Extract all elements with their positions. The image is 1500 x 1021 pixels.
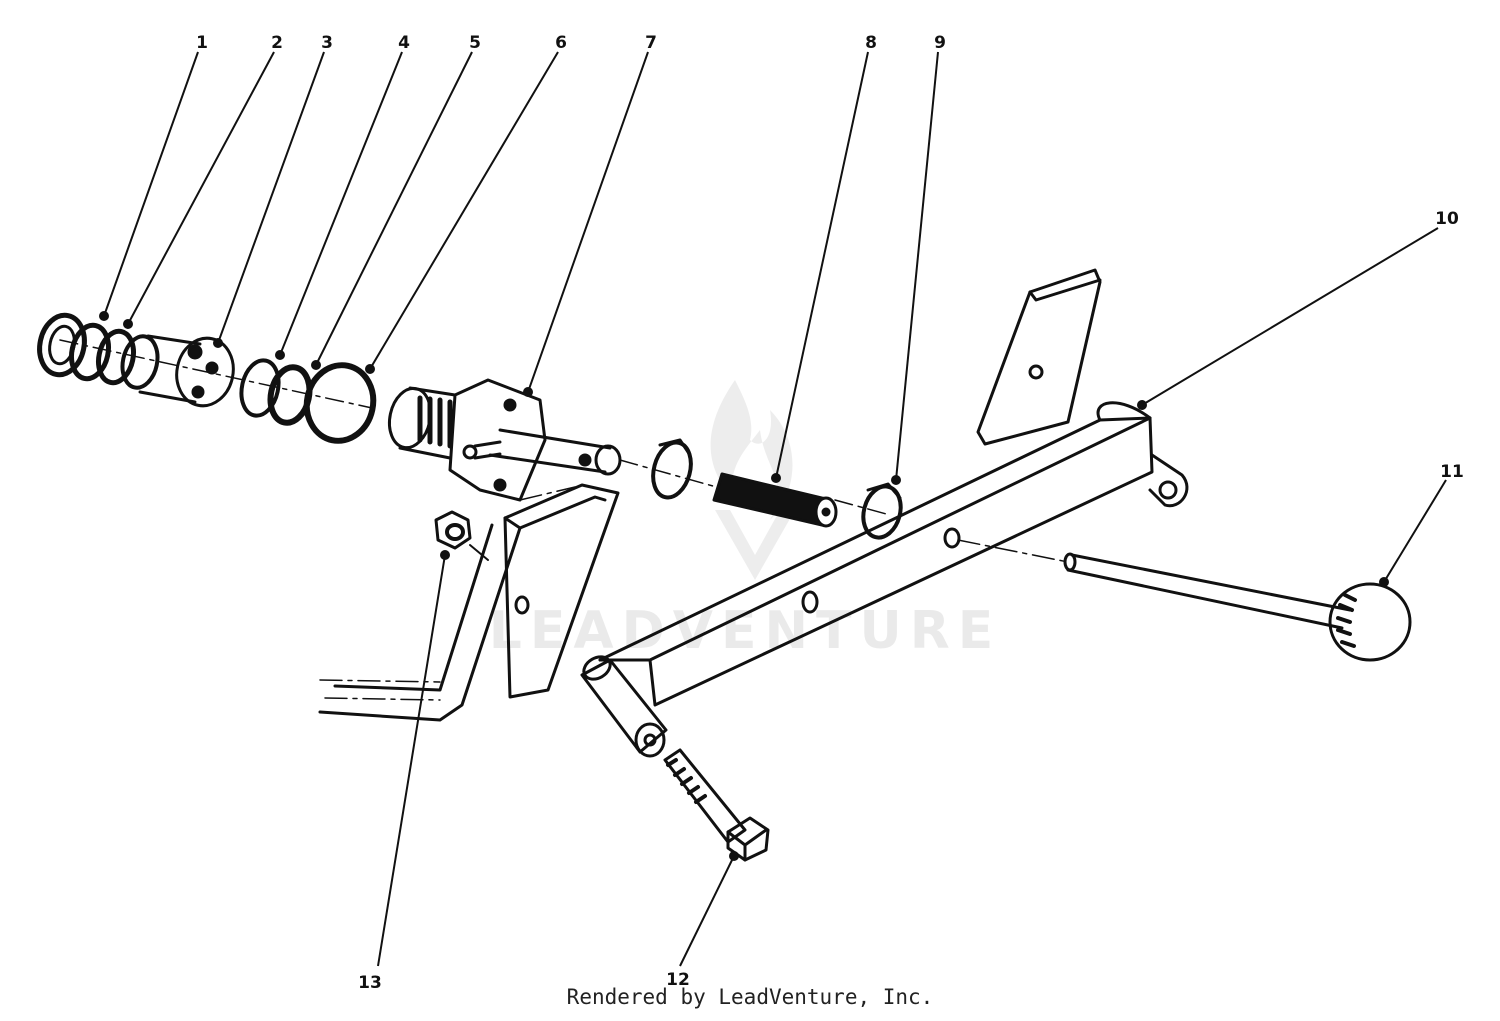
- leader-line-1: [103, 51, 199, 317]
- leader-dot-1: [99, 311, 109, 321]
- part-10-lever-arm: [514, 401, 1189, 758]
- part-4-ring: [239, 358, 281, 418]
- callout-label-2: 2: [271, 33, 283, 53]
- leader-line-9: [895, 51, 939, 481]
- assembly-centerline: [59, 339, 891, 516]
- leader-dot-5: [311, 360, 321, 370]
- leader-line-13: [377, 554, 446, 967]
- watermark-text: LEADVENTURE: [489, 601, 1002, 661]
- watermark: LEADVENTURE: [489, 380, 1002, 661]
- leader-line-11: [1383, 479, 1447, 583]
- pedal-bracket: [318, 483, 620, 722]
- leader-dot-9: [891, 475, 901, 485]
- leader-dot-13: [440, 550, 450, 560]
- part-13-nut: [434, 510, 472, 550]
- callout-label-9: 9: [934, 33, 946, 53]
- leader-line-12: [679, 855, 735, 967]
- part-7-valve-stem: [387, 378, 622, 502]
- render-credit: Rendered by LeadVenture, Inc.: [566, 985, 934, 1009]
- leader-dot-3: [213, 338, 223, 348]
- leader-dot-10: [1137, 400, 1147, 410]
- leader-dot-11: [1379, 577, 1389, 587]
- part-1-ring: [37, 312, 87, 378]
- leader-line-6: [369, 51, 559, 370]
- callout-label-3: 3: [321, 33, 333, 53]
- leader-line-5: [315, 51, 473, 366]
- callout-label-12: 12: [666, 970, 690, 990]
- alignment-line-knob-pin: [957, 539, 1069, 563]
- leader-dot-12: [729, 851, 739, 861]
- watermark-flame-logo: [710, 380, 795, 580]
- callout-label-13: 13: [358, 973, 382, 993]
- callout-label-11: 11: [1440, 462, 1464, 482]
- callout-label-4: 4: [398, 33, 410, 53]
- callout-label-5: 5: [469, 33, 481, 53]
- leader-line-4: [279, 51, 403, 356]
- leader-dot-7: [523, 387, 533, 397]
- leader-dot-2: [123, 319, 133, 329]
- callout-label-6: 6: [555, 33, 567, 53]
- part-12-bolt: [663, 748, 770, 862]
- part-11-knob-pin: [1063, 552, 1412, 662]
- leader-line-3: [217, 51, 325, 344]
- part-3-valve-body: [120, 334, 235, 408]
- leader-line-10: [1141, 227, 1439, 406]
- leader-dot-6: [365, 364, 375, 374]
- part-6-o-ring: [303, 362, 377, 444]
- leader-dot-4: [275, 350, 285, 360]
- callout-label-8: 8: [865, 33, 877, 53]
- mounting-plate: [976, 268, 1102, 446]
- part-2-ring: [69, 322, 136, 386]
- leader-line-7: [527, 51, 649, 393]
- callout-label-7: 7: [645, 33, 657, 53]
- leader-line-2: [127, 51, 275, 325]
- part-8-hose: [712, 472, 838, 528]
- callout-label-1: 1: [196, 33, 208, 53]
- callout-label-10: 10: [1435, 209, 1459, 229]
- leader-line-8: [775, 51, 869, 479]
- leader-dot-8: [771, 473, 781, 483]
- hose-clamp-left: [651, 438, 693, 500]
